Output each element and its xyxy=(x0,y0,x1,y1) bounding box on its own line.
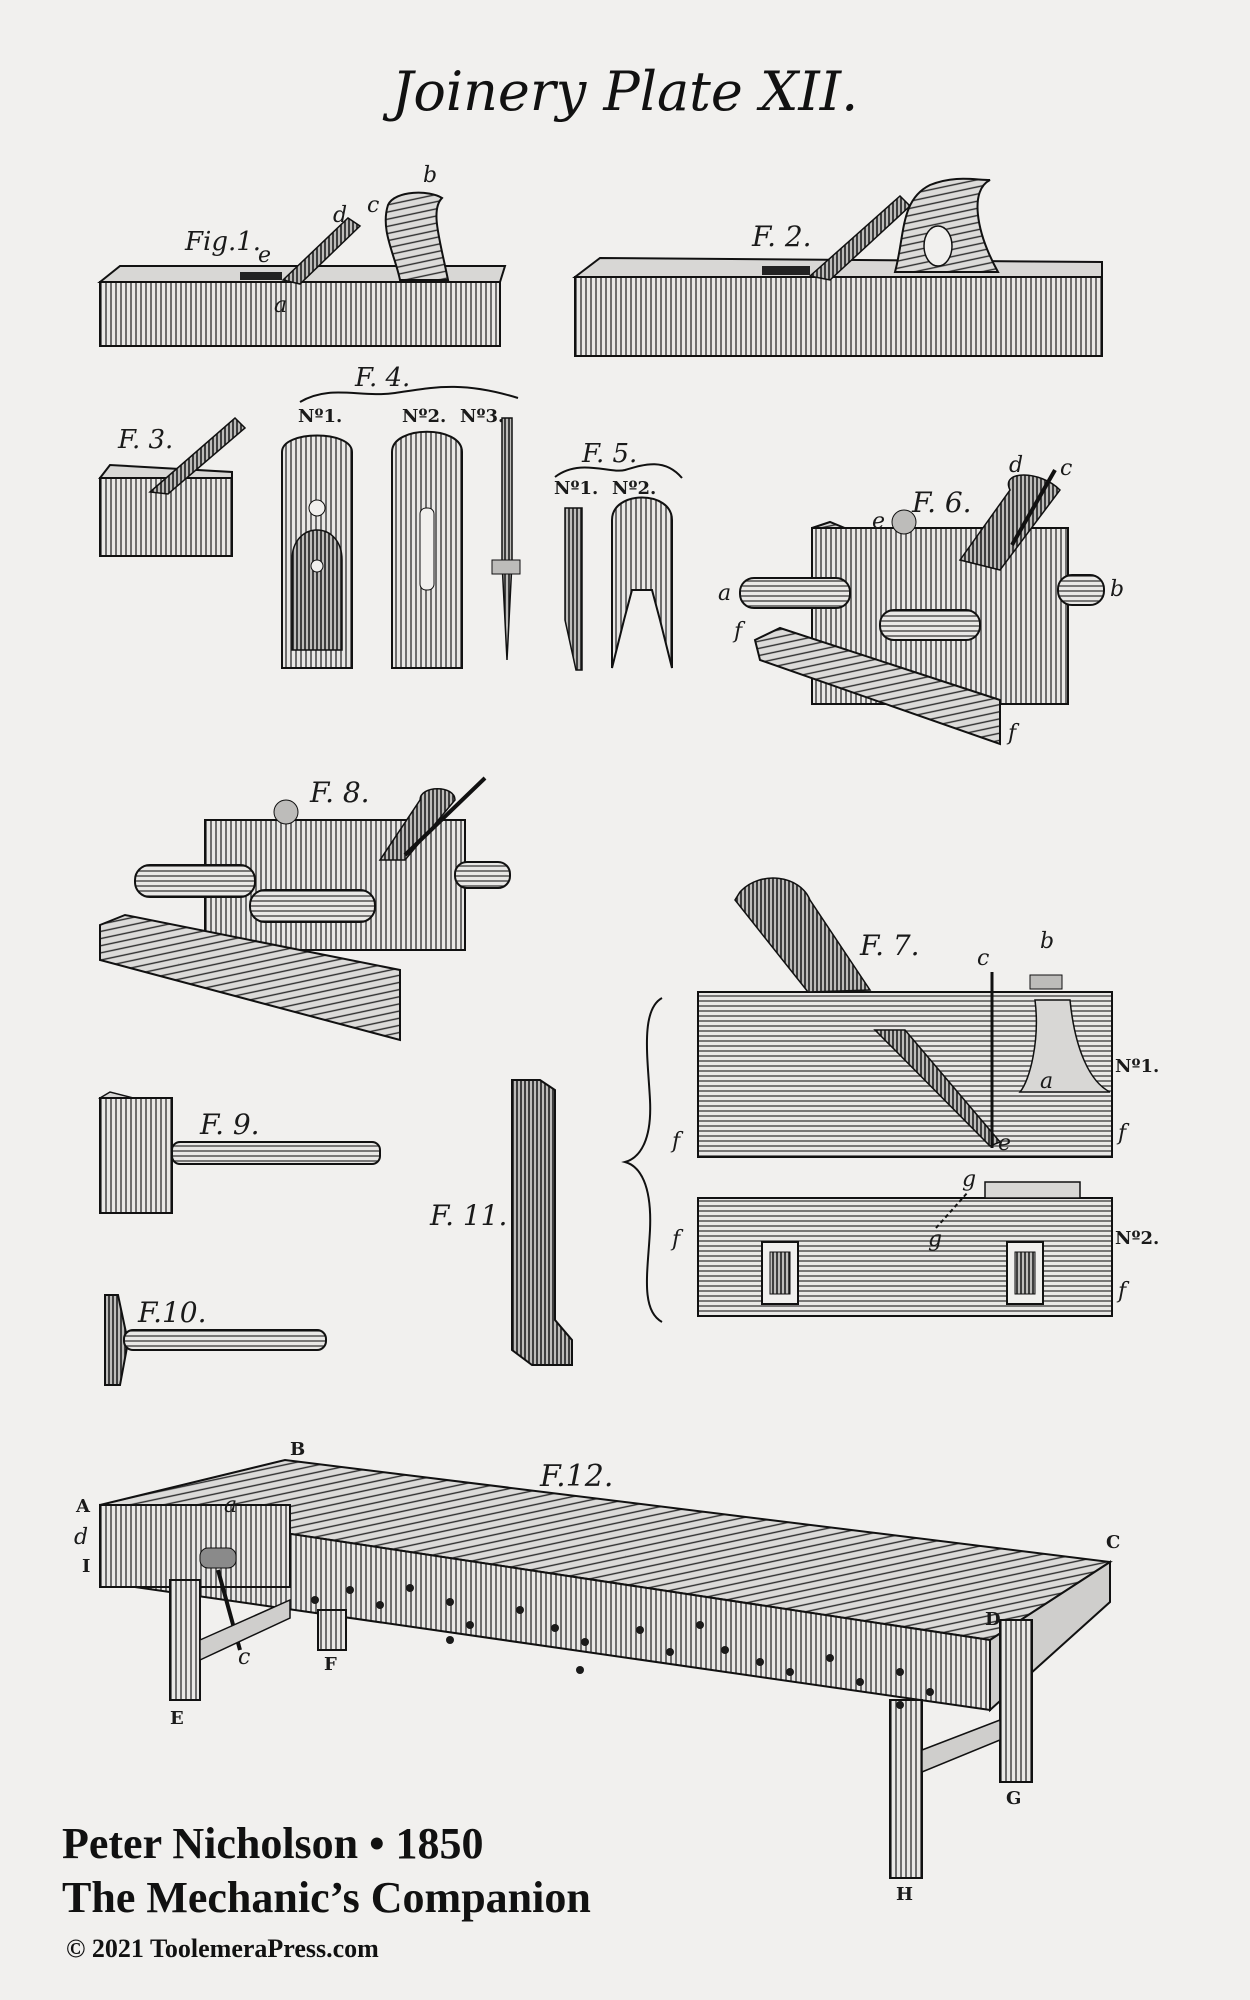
fig-12-letter-d: d xyxy=(74,1525,88,1550)
credit-copyright: © 2021 ToolemeraPress.com xyxy=(66,1934,379,1963)
fig-2-label: F. 2. xyxy=(751,220,812,253)
fig-4-irons: F. 4. Nº1. Nº2. Nº3. xyxy=(281,363,521,669)
fig-7-no2: Nº2. xyxy=(1115,1228,1159,1249)
fig-6-letter-f1: f xyxy=(732,619,746,644)
fig-4-no3: Nº3. xyxy=(460,406,504,427)
fig-7-letter-c: c xyxy=(977,946,989,971)
fig-6-letter-e: e xyxy=(872,509,885,534)
fig-7-letter-b: b xyxy=(1040,929,1054,954)
fig-5-no1: Nº1. xyxy=(554,478,598,499)
fig-10-label: F.10. xyxy=(137,1296,207,1329)
fig-6-plough-plane: F. 6. d c e a b f f xyxy=(718,453,1124,746)
fig-12-letter-I: I xyxy=(82,1556,90,1577)
fig-7-letter-e: e xyxy=(998,1131,1011,1156)
fig-1-letter-b: b xyxy=(423,163,437,188)
fig-1-label: Fig.1. xyxy=(184,227,261,257)
fig-4-no1: Nº1. xyxy=(298,406,342,427)
fig-12-letter-A: A xyxy=(75,1496,91,1517)
fig-12-letter-C: C xyxy=(1106,1532,1120,1553)
fig-9-label: F. 9. xyxy=(199,1108,260,1141)
fig-6-letter-b: b xyxy=(1110,577,1124,602)
fig-6-label: F. 6. xyxy=(911,486,972,519)
plate-title: Joinery Plate XII. xyxy=(382,60,859,123)
fig-4-no2: Nº2. xyxy=(402,406,446,427)
fig-12-letter-E: E xyxy=(170,1708,184,1729)
fig-12-letter-F: F xyxy=(324,1654,337,1675)
fig-7-letter-g2: g xyxy=(928,1227,942,1252)
fig-6-letter-d: d xyxy=(1009,453,1023,478)
fig-12-workbench: F.12. A B C D E F G H I a d c xyxy=(74,1439,1120,1905)
fig-8-fillister-plane: F. 8. xyxy=(99,776,511,1042)
fig-7-letter-a: a xyxy=(1040,1069,1053,1094)
fig-12-letter-G: G xyxy=(1006,1788,1021,1809)
fig-6-letter-c: c xyxy=(1060,456,1072,481)
fig-5-label: F. 5. xyxy=(581,439,637,469)
fig-10-hammer: F.10. xyxy=(104,1294,327,1386)
fig-5-no2: Nº2. xyxy=(612,478,656,499)
fig-2-plane: F. 2. xyxy=(572,177,1103,357)
fig-1-letter-c: c xyxy=(367,193,379,218)
fig-3-plane: F. 3. xyxy=(98,416,247,557)
fig-6-letter-f2: f xyxy=(1006,721,1020,746)
fig-1-letter-a: a xyxy=(274,293,287,318)
fig-7-planes: F. 7. c b a e f f Nº1. g g f f Nº2. xyxy=(621,877,1159,1323)
fig-12-letter-c: c xyxy=(238,1645,250,1670)
fig-12-letter-H: H xyxy=(896,1884,913,1905)
fig-7-letter-g1: g xyxy=(962,1167,976,1192)
fig-4-label: F. 4. xyxy=(354,363,410,393)
fig-11-tool: F. 11. xyxy=(429,1079,573,1366)
fig-7-letter-f2: f xyxy=(1116,1121,1130,1146)
fig-7-letter-f3: f xyxy=(670,1227,684,1252)
fig-1-letter-d: d xyxy=(333,203,347,228)
fig-1-plane: Fig.1. b c d e a xyxy=(97,163,507,347)
fig-11-label: F. 11. xyxy=(429,1199,507,1232)
fig-8-label: F. 8. xyxy=(309,776,370,809)
fig-12-letter-D: D xyxy=(985,1609,1001,1630)
fig-7-label: F. 7. xyxy=(859,929,920,962)
fig-1-letter-e: e xyxy=(258,243,271,268)
fig-12-letter-B: B xyxy=(290,1439,305,1460)
credit-author-year: Peter Nicholson • 1850 xyxy=(62,1819,484,1868)
fig-12-letter-a: a xyxy=(224,1493,237,1518)
fig-5-cutters: F. 5. Nº1. Nº2. xyxy=(554,439,683,671)
credit-book-title: The Mechanic’s Companion xyxy=(62,1873,591,1922)
fig-6-letter-a: a xyxy=(718,581,731,606)
fig-9-mallet: F. 9. xyxy=(97,1091,381,1214)
fig-3-label: F. 3. xyxy=(117,425,173,455)
fig-12-label: F.12. xyxy=(539,1459,613,1494)
fig-7-letter-f4: f xyxy=(1116,1279,1130,1304)
fig-7-letter-f1: f xyxy=(670,1129,684,1154)
fig-7-no1: Nº1. xyxy=(1115,1056,1159,1077)
